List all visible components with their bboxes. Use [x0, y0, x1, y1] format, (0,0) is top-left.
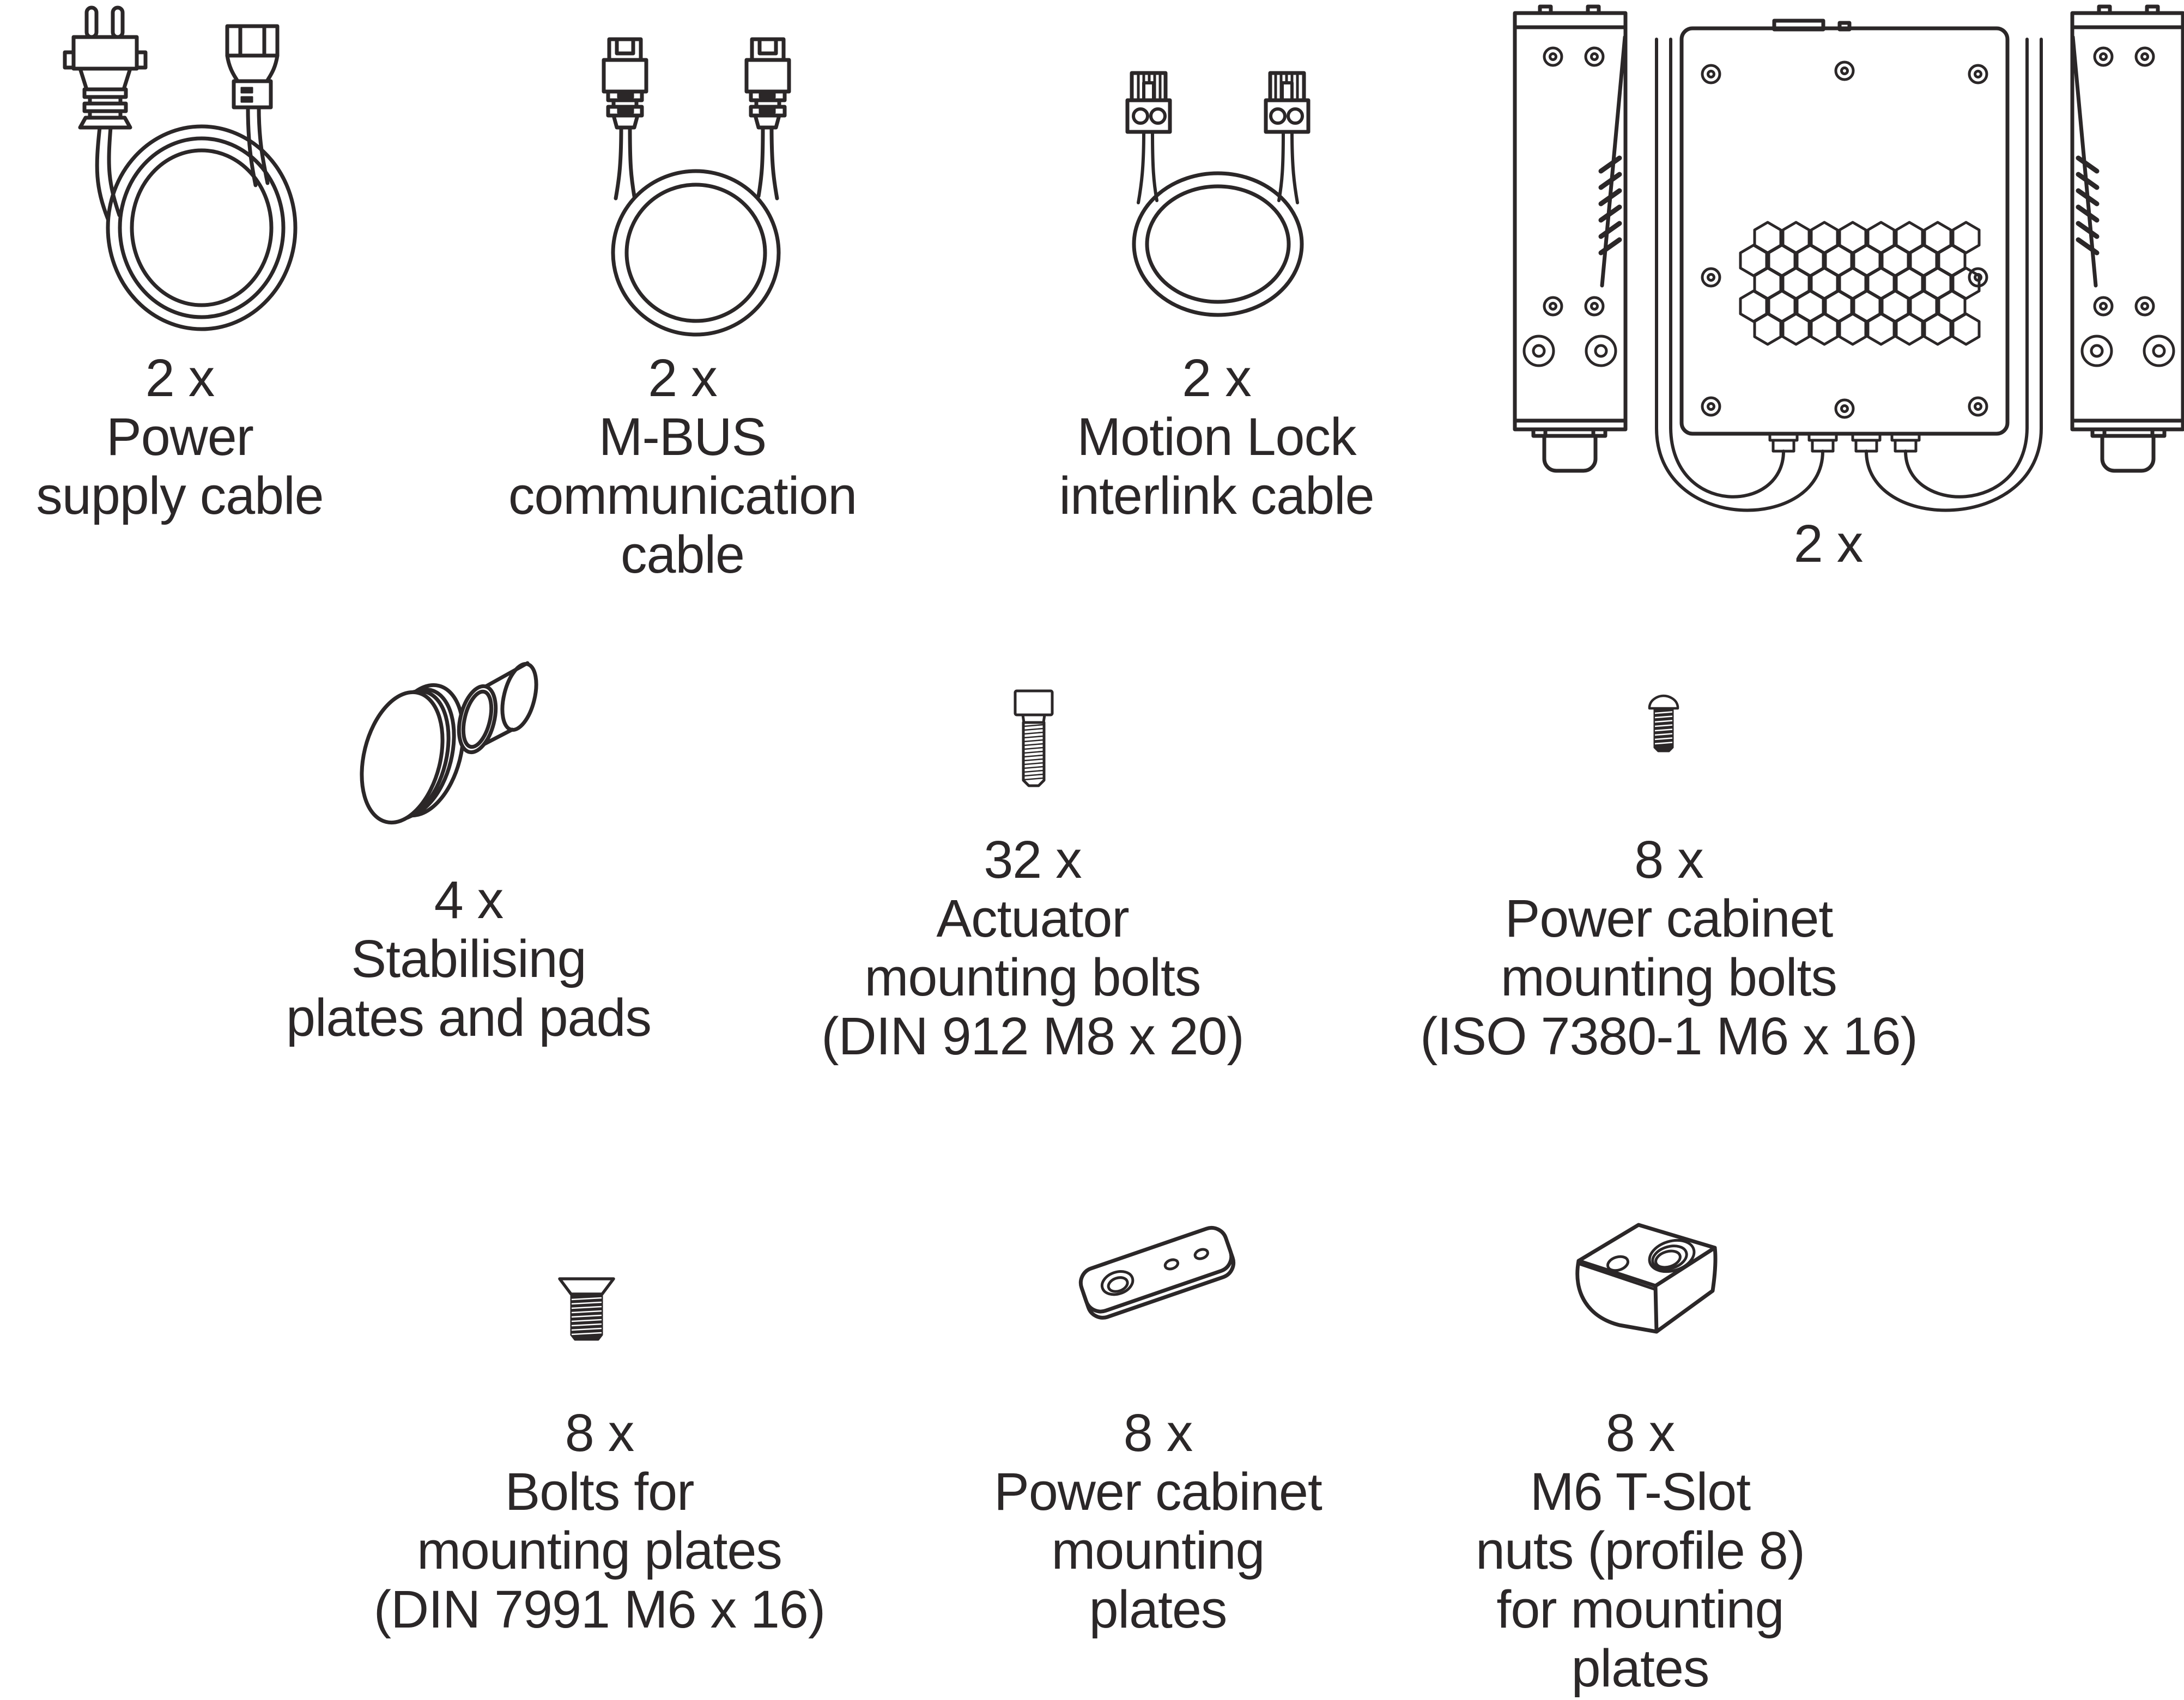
actuator-column-right	[2072, 7, 2183, 471]
honeycomb-vent	[1740, 222, 1979, 344]
item-qty: 32 x	[984, 830, 1082, 889]
t-slot-nuts-label: 8 x M6 T-Slot nuts (profile 8) for mount…	[1411, 1404, 1869, 1698]
mbus-cable-label: 2 x M-BUS communication cable	[460, 349, 905, 584]
stabilising-plates-label: 4 x Stabilising plates and pads	[229, 871, 708, 1047]
power-cabinet	[1655, 19, 2043, 512]
item-name-line: mounting	[1051, 1521, 1265, 1580]
rj45-connector-right	[747, 39, 789, 198]
bolt-head	[558, 1277, 615, 1296]
item-name-line: Stabilising	[351, 929, 586, 988]
two-pin-connector-right	[1266, 73, 1308, 203]
t-slot-nut-holes	[1606, 1238, 1696, 1273]
item-name-line: (DIN 7991 M6 x 16)	[373, 1580, 826, 1639]
plate-bolts-label: 8 x Bolts for mounting plates (DIN 7991 …	[349, 1404, 850, 1639]
bolt-head	[1648, 694, 1679, 710]
item-name-line: Power cabinet	[1504, 889, 1834, 948]
item-qty: 2 x	[648, 348, 717, 408]
item-name-line: plates	[1571, 1638, 1710, 1698]
power-supply-cable-art	[30, 4, 363, 341]
cable-coil	[1132, 171, 1304, 317]
item-name-line: (DIN 912 M8 x 20)	[821, 1006, 1244, 1066]
power-cabinet-assembly-art	[1514, 2, 2184, 547]
stabilising-plates-art	[354, 661, 539, 827]
bolt-head	[1014, 689, 1054, 724]
cabinet-bolt-art	[1648, 694, 1679, 753]
disc-and-pad-icon	[360, 661, 538, 825]
actuator-bolt-art	[1014, 689, 1054, 789]
item-name-line: M6 T-Slot	[1530, 1462, 1751, 1521]
mounting-plates-label: 8 x Power cabinet mounting plates	[940, 1404, 1376, 1639]
mbus-cable-art	[589, 34, 804, 339]
item-name-line: interlink cable	[1059, 466, 1374, 525]
flat-mounting-plate-icon	[1078, 1225, 1236, 1320]
item-qty: 8 x	[1605, 1403, 1675, 1462]
rj45-cable-coil-icon	[589, 34, 804, 337]
two-pin-connector-left	[1127, 73, 1170, 203]
rj45-connector-left	[604, 39, 646, 198]
cable-coil	[106, 124, 298, 331]
socket-head-bolt-icon	[1014, 689, 1054, 787]
cable-coil	[611, 169, 781, 337]
power-cabinet-with-actuator-columns-icon	[1514, 2, 2184, 512]
item-qty: 2 x	[1182, 348, 1251, 408]
bolt-shank	[1022, 721, 1046, 787]
item-name-line: cable	[621, 525, 745, 584]
t-slot-nut-body	[1575, 1223, 1718, 1334]
mains-plug-cable-coil-icon	[63, 5, 298, 331]
mounting-plate-art	[1061, 1214, 1249, 1331]
item-name-line: communication	[508, 466, 857, 525]
item-name-line: mounting bolts	[1501, 948, 1837, 1007]
actuator-column-left	[1515, 7, 1625, 471]
item-qty: 4 x	[434, 870, 503, 930]
item-name-line: (ISO 7380-1 M6 x 16)	[1420, 1006, 1918, 1066]
schuko-plug	[63, 5, 148, 221]
item-qty: 8 x	[565, 1403, 634, 1462]
button-head-bolt-icon	[1648, 694, 1679, 752]
item-name-line: mounting plates	[417, 1521, 782, 1580]
item-name-line: nuts (profile 8)	[1476, 1521, 1805, 1580]
item-name-line: Actuator	[936, 889, 1129, 948]
item-name-line: M-BUS	[598, 407, 767, 466]
item-qty: 8 x	[1123, 1403, 1193, 1462]
two-pin-cable-coil-icon	[1109, 69, 1327, 317]
cabinet-bolts-label: 8 x Power cabinet mounting bolts (ISO 73…	[1400, 830, 1937, 1066]
item-name-line: supply cable	[36, 466, 324, 525]
item-qty: 2 x	[145, 348, 215, 408]
item-name-line: Motion Lock	[1077, 407, 1357, 466]
actuator-bolts-label: 32 x Actuator mounting bolts (DIN 912 M8…	[774, 830, 1291, 1066]
item-name-line: for mounting	[1496, 1580, 1784, 1639]
item-name-line: plates	[1089, 1580, 1228, 1639]
item-name-line: plates and pads	[286, 988, 652, 1047]
mounting-plate	[1078, 1225, 1236, 1320]
t-slot-nut-art	[1549, 1200, 1731, 1344]
bolt-shank	[570, 1293, 603, 1341]
motion-lock-cable-art	[1109, 69, 1327, 338]
item-name-line: Power	[106, 407, 254, 466]
item-qty: 2 x	[1793, 514, 1863, 573]
motion-lock-cable-label: 2 x Motion Lock interlink cable	[970, 349, 1463, 525]
item-name-line: mounting bolts	[864, 948, 1202, 1007]
t-slot-nut-icon	[1575, 1223, 1718, 1334]
countersunk-bolt-icon	[558, 1277, 615, 1341]
stabilising-plate-disc	[360, 683, 465, 825]
item-qty: 8 x	[1634, 830, 1703, 889]
bolt-shank	[1653, 707, 1674, 752]
power-supply-cable-label: 2 x Power supply cable	[0, 349, 360, 525]
item-name-line: Power cabinet	[994, 1462, 1322, 1521]
interconnect-cables	[1655, 38, 2043, 512]
power-cabinet-assembly-label: 2 x	[1719, 514, 1937, 573]
item-name-line: Bolts for	[505, 1462, 695, 1521]
stabilising-pad	[457, 661, 538, 755]
cable-glands	[1768, 432, 1921, 453]
plate-bolt-art	[558, 1276, 616, 1345]
